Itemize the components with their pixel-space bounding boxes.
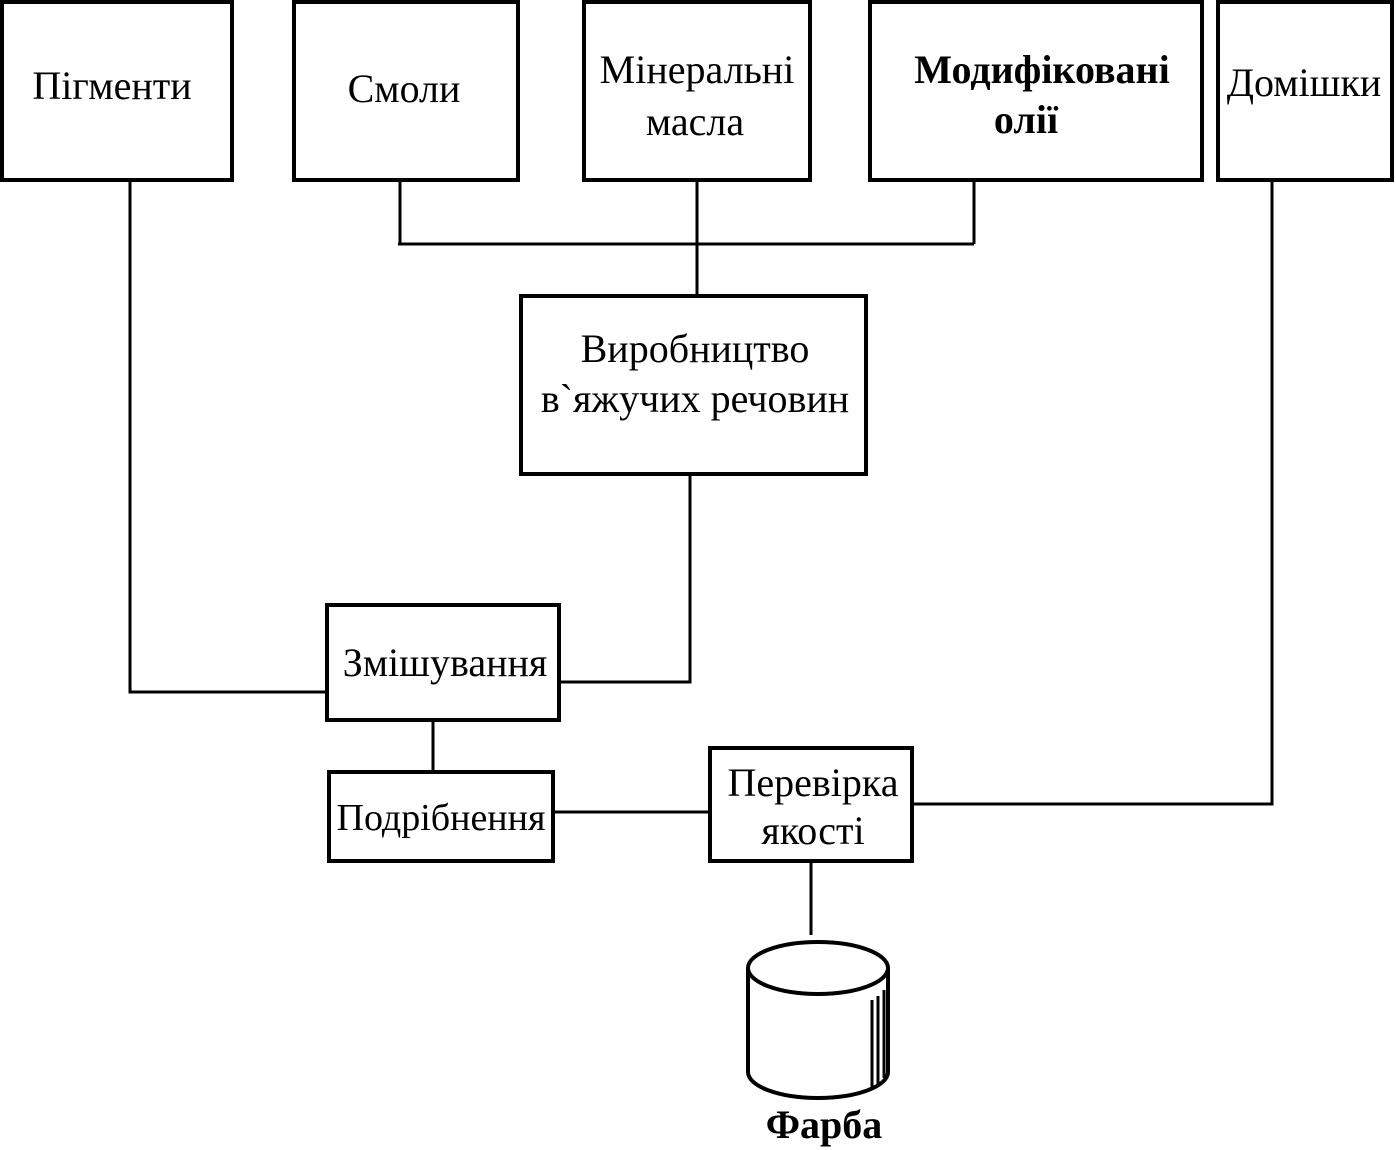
node-grinding: Подрібнення [327, 770, 555, 863]
connector-pigments-mixing [128, 180, 327, 694]
connector-binder-mixing [560, 474, 692, 684]
node-additives-label: Домішки [1227, 60, 1382, 105]
node-modified-oils: Модифіковані олії [868, 0, 1204, 182]
node-resins-label: Смоли [348, 66, 461, 111]
node-grinding-label: Подрібнення [337, 797, 546, 839]
node-mineral-oils-line1: Мінеральні [600, 47, 795, 92]
node-binder-production-line1: Виробництво [581, 326, 810, 371]
node-binder-production-line2: в`яжучих речовин [541, 376, 849, 421]
node-pigments-label: Пігменти [32, 63, 191, 108]
node-modified-oils-line1: Модифіковані [914, 47, 1169, 92]
node-modified-oils-line2: олії [994, 97, 1059, 142]
node-mineral-oils: Мінеральні масла [582, 0, 812, 182]
connector-additives-quality [912, 180, 1274, 806]
node-mineral-oils-line2: масла [646, 99, 745, 144]
paint-drum-icon [746, 940, 890, 1100]
node-quality-check: Перевірка якості [708, 746, 914, 863]
connectors [128, 180, 1274, 935]
node-mixing-label: Змішування [343, 640, 548, 685]
node-pigments: Пігменти [0, 0, 234, 182]
node-paint-label: Фарба [766, 1102, 883, 1147]
node-quality-check-line2: якості [761, 808, 864, 853]
node-quality-check-line1: Перевірка [728, 760, 899, 805]
node-additives: Домішки [1216, 0, 1394, 182]
node-resins: Смоли [292, 0, 520, 182]
node-mixing: Змішування [325, 603, 561, 722]
node-binder-production: Виробництво в`яжучих речовин [519, 294, 868, 476]
